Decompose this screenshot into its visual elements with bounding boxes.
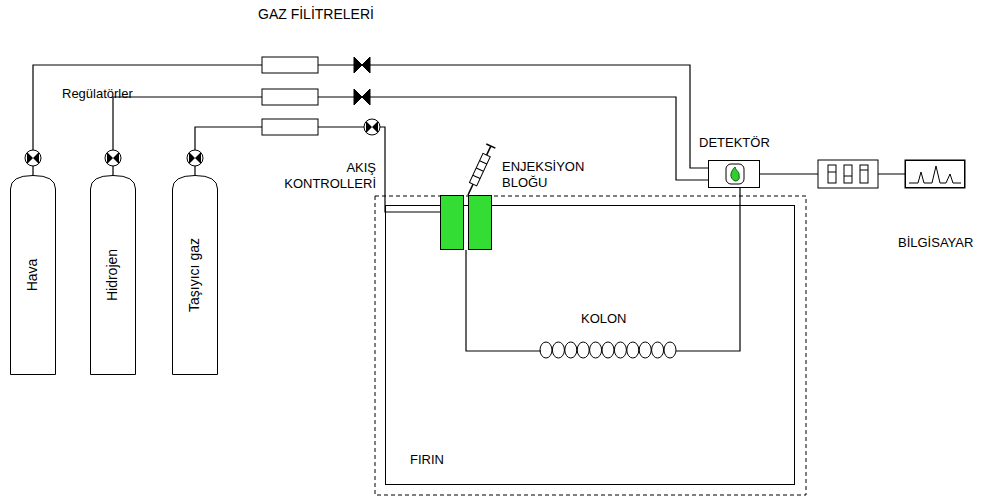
flow-control-symbol bbox=[364, 119, 380, 135]
amplifier-box bbox=[818, 160, 878, 188]
valve-symbol bbox=[354, 57, 370, 105]
cylinder-label: Taşıyıcı gaz bbox=[186, 238, 204, 312]
gas-cylinder: Taşıyıcı gaz bbox=[172, 175, 218, 375]
gas-line bbox=[676, 188, 740, 351]
gas-filter bbox=[262, 57, 318, 135]
gas-line bbox=[466, 250, 541, 351]
injection-block: ENJEKSİYON BLOĞU bbox=[440, 195, 492, 250]
regulator-symbol bbox=[25, 150, 203, 166]
node-label: ENJEKSİYON BLOĞU bbox=[502, 159, 592, 192]
gas-cylinder: Hava bbox=[10, 175, 56, 375]
gas-line bbox=[113, 97, 708, 180]
group-label: AKIŞ KONTROLLERİ bbox=[276, 160, 376, 193]
computer: BİLGİSAYAR bbox=[905, 160, 965, 188]
node-label: KOLON bbox=[581, 311, 661, 327]
column: KOLON bbox=[541, 341, 676, 361]
oven-housing bbox=[375, 196, 806, 495]
node-label: FIRIN bbox=[410, 452, 490, 468]
cylinder-label: Hidrojen bbox=[104, 249, 122, 301]
chromatogram-screen bbox=[905, 160, 965, 188]
node-label: DETEKTÖR bbox=[699, 135, 789, 151]
syringe bbox=[463, 144, 495, 197]
injection-block-shape bbox=[440, 195, 492, 250]
group-label: Regülatörler bbox=[62, 86, 162, 102]
gas-cylinder: Hidrojen bbox=[90, 175, 136, 375]
node-label: BİLGİSAYAR bbox=[898, 235, 988, 251]
flame-icon bbox=[726, 164, 744, 184]
gas-line bbox=[195, 127, 440, 212]
gas-line bbox=[33, 65, 708, 175]
column-coil bbox=[540, 342, 676, 358]
cylinder-label: Hava bbox=[24, 259, 42, 292]
group-label: GAZ FİLİTRELERİ bbox=[258, 6, 418, 24]
detector-box: DETEKTÖR bbox=[708, 160, 760, 188]
